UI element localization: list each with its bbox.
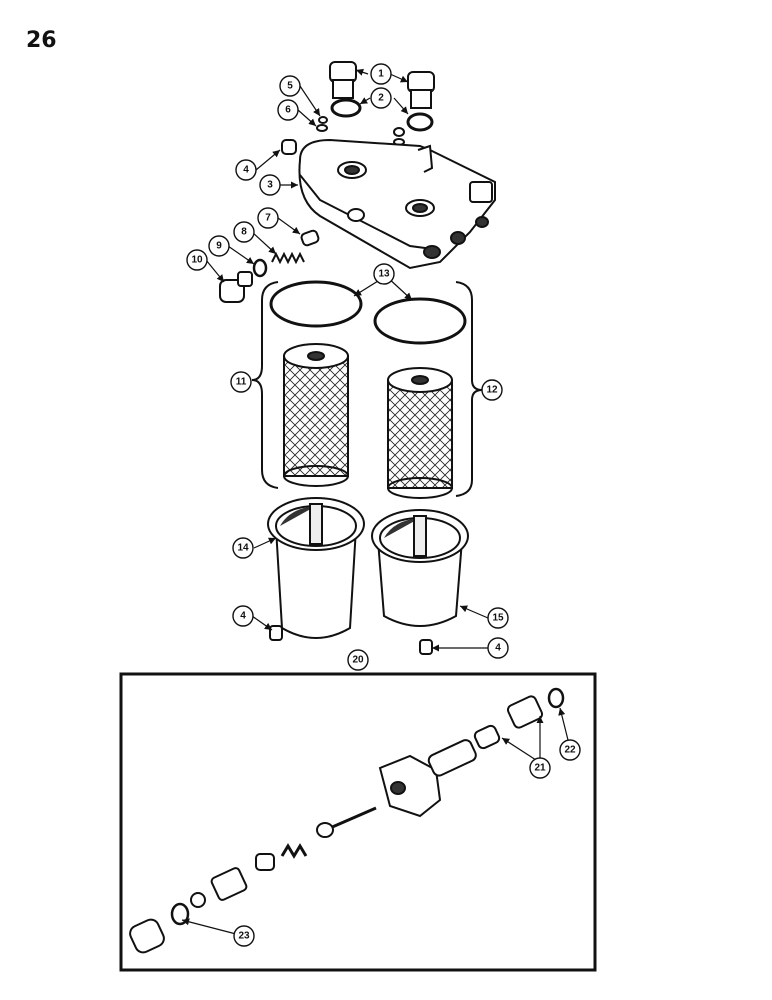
- callout-6-label: 6: [285, 105, 291, 116]
- callout-9: [208, 235, 230, 257]
- gasket-part-13b: [373, 297, 467, 345]
- callout-1: [370, 63, 392, 85]
- pipe-plug-part-4b: [269, 625, 283, 641]
- callout-21: [529, 757, 551, 779]
- callout-3: [259, 174, 281, 196]
- callout-22: [559, 739, 581, 761]
- inset-nut: [210, 867, 248, 901]
- washer-part-2a: [330, 98, 362, 118]
- inset-spring-seat: [255, 853, 275, 871]
- valve-part-7: [300, 229, 320, 247]
- callout-4a: [235, 159, 257, 181]
- callout-10: [186, 249, 208, 271]
- callout-8-label: 8: [241, 227, 247, 238]
- callout-12-label: 12: [486, 385, 498, 396]
- inset-spring: [280, 843, 308, 859]
- pipe-plug-part-4c: [419, 639, 433, 655]
- valve-stem: [329, 806, 377, 830]
- inset-box: [119, 672, 597, 972]
- plug-part-1b: [407, 71, 435, 109]
- callout-4c-label: 4: [495, 643, 501, 654]
- filter-element-part-12: [387, 367, 453, 499]
- callout-7-label: 7: [265, 213, 271, 224]
- fitting-part-21b: [506, 695, 544, 729]
- callout-4c: [487, 637, 509, 659]
- callout-10-label: 10: [191, 255, 203, 266]
- callout-6: [277, 99, 299, 121]
- callout-20: [347, 649, 369, 671]
- callout-1-label: 1: [378, 69, 384, 80]
- callout-23-label: 23: [238, 931, 250, 942]
- washer-part-6: [316, 124, 328, 132]
- callout-2: [370, 87, 392, 109]
- callout-9-label: 9: [216, 241, 222, 252]
- cap-part-23: [129, 918, 165, 954]
- callout-4b-label: 4: [240, 611, 246, 622]
- washer-part-2b: [406, 112, 434, 132]
- stem-head: [316, 822, 334, 838]
- callout-3-label: 3: [267, 180, 273, 191]
- callout-21-label: 21: [534, 763, 546, 774]
- callout-13: [373, 263, 395, 285]
- callout-2-label: 2: [378, 93, 384, 104]
- callout-20-label: 20: [352, 655, 364, 666]
- plug-part-1a: [329, 61, 357, 99]
- spring-part-8: [271, 251, 305, 265]
- callout-5-label: 5: [287, 81, 293, 92]
- callout-11-label: 11: [236, 377, 247, 388]
- callout-14-label: 14: [237, 543, 249, 554]
- callout-4b: [232, 605, 254, 627]
- callout-22-label: 22: [564, 745, 576, 756]
- filter-bowl-part-14: [267, 497, 365, 639]
- callout-14: [232, 537, 254, 559]
- plug-part-10: [219, 271, 253, 303]
- callout-12: [481, 379, 503, 401]
- page-number: 26: [26, 28, 57, 53]
- filter-head-part-3: [298, 138, 496, 270]
- screw-part-5: [318, 116, 328, 124]
- callout-7: [257, 207, 279, 229]
- callout-23: [233, 925, 255, 947]
- filter-bowl-part-15: [371, 509, 469, 627]
- callout-4a-label: 4: [243, 165, 249, 176]
- washer-part-9: [252, 258, 268, 278]
- pipe-plug-part-4a: [281, 139, 297, 155]
- callout-8: [233, 221, 255, 243]
- callout-11: [230, 371, 252, 393]
- fitting-part-21a: [473, 724, 501, 750]
- washer-part-22: [547, 687, 565, 709]
- valve-body: [378, 739, 477, 818]
- bracket-left: [251, 281, 279, 489]
- screw-small-right: [393, 127, 405, 137]
- callout-13-label: 13: [378, 269, 390, 280]
- callout-15-label: 15: [492, 613, 504, 624]
- callout-5: [279, 75, 301, 97]
- gasket-part-13a: [269, 280, 363, 328]
- filter-element-part-11: [283, 343, 349, 487]
- callout-15: [487, 607, 509, 629]
- inset-small-nut: [190, 892, 206, 908]
